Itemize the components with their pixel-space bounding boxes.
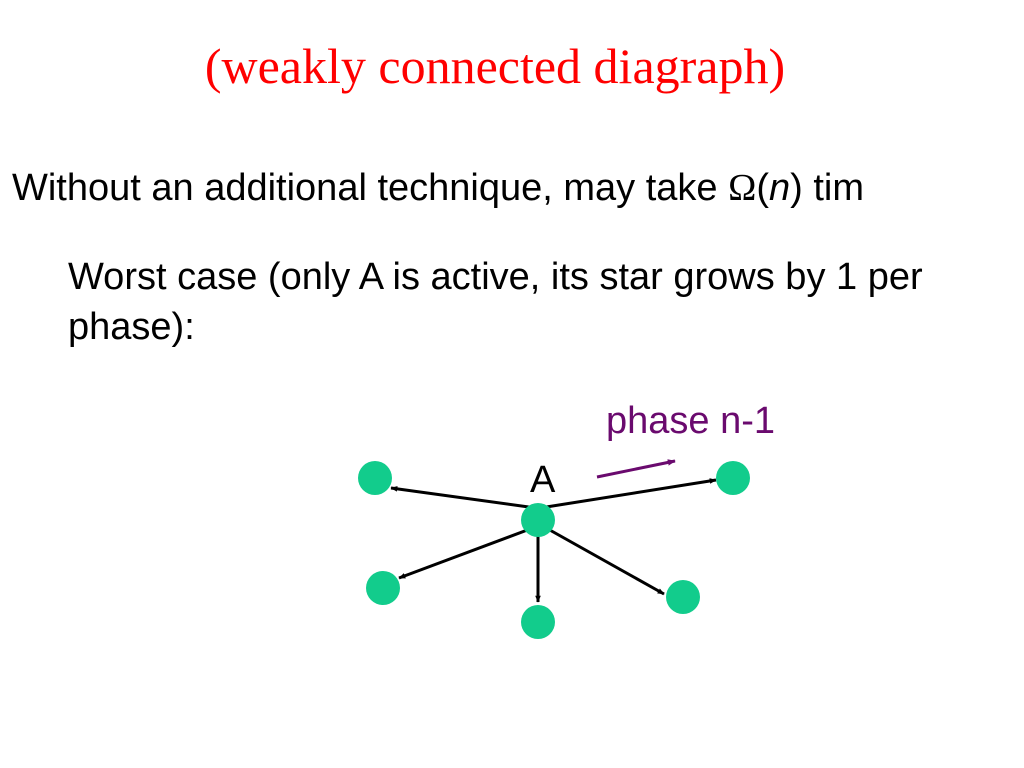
- line1-n-variable: n: [769, 167, 791, 209]
- phase-arrow: [596, 459, 676, 479]
- node-bottom: [521, 605, 555, 639]
- edge-a-top-left: [390, 486, 537, 510]
- line1-close-rest: ) tim: [790, 167, 865, 209]
- slide-title: (weakly connected diagraph): [204, 38, 786, 94]
- node-center-a: [521, 503, 555, 537]
- node-bottom-right: [666, 580, 700, 614]
- line1-open-paren: (: [756, 167, 770, 209]
- bullet-line-1: Without an additional technique, may tak…: [12, 165, 864, 211]
- edge-a-bottom-left: [398, 527, 531, 580]
- omega-symbol: Ω: [728, 167, 757, 209]
- bullet-line-2: Worst case (only A is active, its star g…: [68, 256, 923, 348]
- node-top-left: [358, 461, 392, 495]
- edge-a-bottom-right: [547, 527, 665, 596]
- phase-label: phase n-1: [606, 400, 775, 442]
- node-top-right: [716, 461, 750, 495]
- edge-a-top-right: [539, 478, 717, 510]
- node-bottom-left: [366, 571, 400, 605]
- line1-prefix: Without an additional technique, may tak…: [12, 167, 729, 209]
- center-node-label: A: [530, 459, 556, 501]
